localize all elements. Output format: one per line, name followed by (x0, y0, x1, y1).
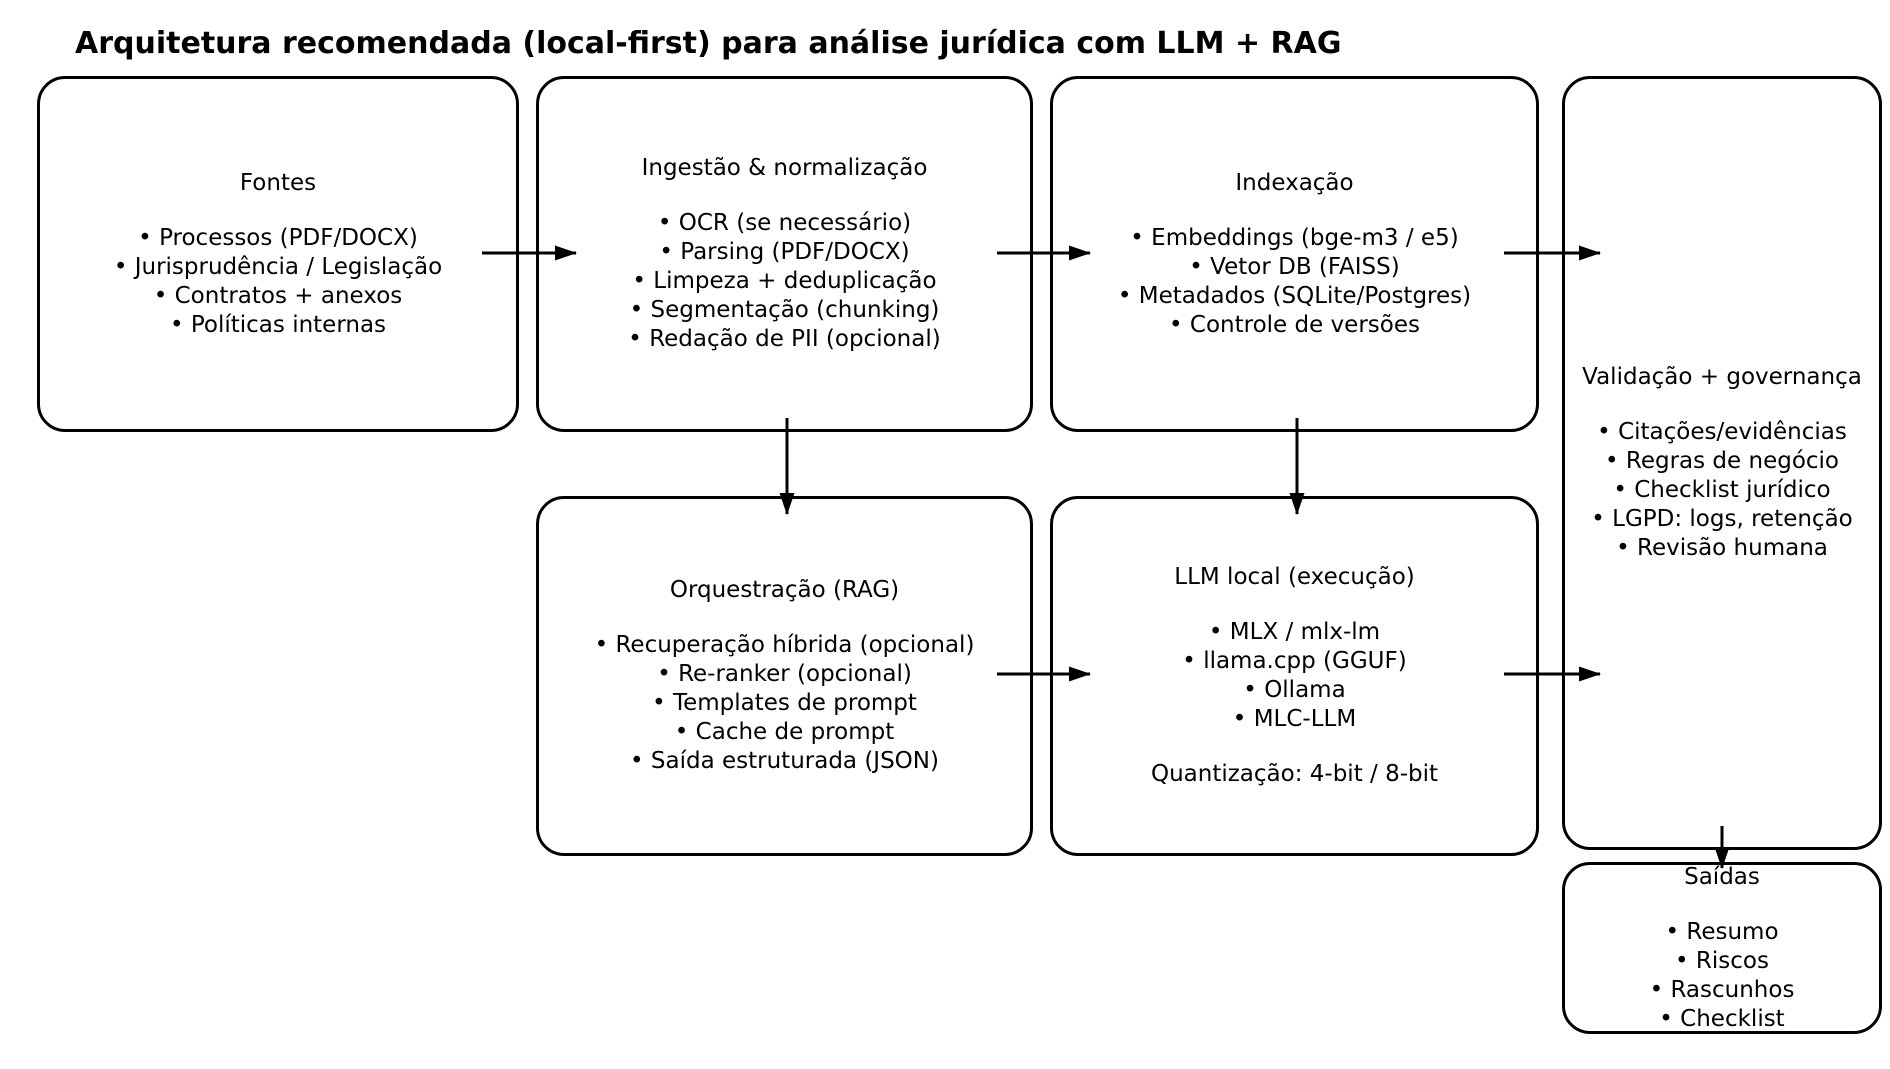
box-saidas: Saídas ResumoRiscosRascunhosChecklist (1562, 862, 1882, 1034)
list-item: Citações/evidências (1591, 418, 1853, 447)
list-item: Contratos + anexos (114, 282, 442, 311)
list-item: Políticas internas (114, 311, 442, 340)
list-item: Metadados (SQLite/Postgres) (1118, 282, 1471, 311)
list-item: Regras de negócio (1591, 447, 1853, 476)
list-item: OCR (se necessário) (628, 209, 940, 238)
list-item: Redação de PII (opcional) (628, 325, 941, 354)
list-item: Processos (PDF/DOCX) (114, 224, 442, 253)
list-item: Segmentação (chunking) (628, 296, 940, 325)
box-indexacao: Indexação Embeddings (bge-m3 / e5)Vetor … (1050, 76, 1539, 432)
box-ingestao-title: Ingestão & normalização (641, 155, 928, 181)
list-item: Recuperação híbrida (opcional) (595, 631, 974, 660)
list-item: Riscos (1650, 947, 1795, 976)
box-llm: LLM local (execução) MLX / mlx-lmllama.c… (1050, 496, 1539, 856)
list-item: Checklist jurídico (1591, 476, 1853, 505)
list-item: Checklist (1650, 1005, 1795, 1034)
list-item: Limpeza + deduplicação (628, 267, 940, 296)
box-orquestracao-list: Recuperação híbrida (opcional)Re-ranker … (595, 631, 975, 776)
box-saidas-list: ResumoRiscosRascunhosChecklist (1650, 918, 1795, 1034)
list-item: MLC-LLM (1182, 705, 1406, 734)
list-item: Controle de versões (1118, 311, 1471, 340)
list-item: Embeddings (bge-m3 / e5) (1118, 224, 1471, 253)
box-validacao-list: Citações/evidênciasRegras de negócioChec… (1591, 418, 1853, 563)
box-indexacao-list: Embeddings (bge-m3 / e5)Vetor DB (FAISS)… (1118, 224, 1471, 340)
box-llm-footer: Quantização: 4-bit / 8-bit (1150, 761, 1439, 787)
list-item: MLX / mlx-lm (1182, 618, 1406, 647)
list-item: LGPD: logs, retenção (1591, 505, 1853, 534)
box-ingestao-list: OCR (se necessário)Parsing (PDF/DOCX)Lim… (628, 209, 941, 354)
diagram-title: Arquitetura recomendada (local-first) pa… (75, 26, 1342, 61)
box-orquestracao: Orquestração (RAG) Recuperação híbrida (… (536, 496, 1033, 856)
box-fontes-title: Fontes (239, 169, 317, 196)
box-llm-title: LLM local (execução) (1174, 564, 1415, 590)
list-item: Re-ranker (opcional) (595, 660, 975, 689)
box-indexacao-title: Indexação (1235, 169, 1354, 196)
list-item: Cache de prompt (595, 718, 975, 747)
box-validacao-title: Validação + governança (1582, 364, 1862, 390)
box-fontes: Fontes Processos (PDF/DOCX)Jurisprudênci… (37, 76, 519, 432)
box-llm-list: MLX / mlx-lmllama.cpp (GGUF)OllamaMLC-LL… (1182, 618, 1407, 734)
box-saidas-title: Saídas (1684, 863, 1760, 890)
list-item: Saída estruturada (JSON) (595, 747, 975, 776)
list-item: Parsing (PDF/DOCX) (628, 238, 940, 267)
list-item: Jurisprudência / Legislação (114, 253, 442, 282)
list-item: llama.cpp (GGUF) (1182, 647, 1407, 676)
box-fontes-list: Processos (PDF/DOCX)Jurisprudência / Leg… (114, 224, 442, 340)
list-item: Templates de prompt (595, 689, 975, 718)
list-item: Revisão humana (1591, 534, 1853, 563)
list-item: Ollama (1182, 676, 1406, 705)
box-orquestracao-title: Orquestração (RAG) (669, 577, 900, 603)
box-ingestao: Ingestão & normalização OCR (se necessár… (536, 76, 1033, 432)
list-item: Rascunhos (1650, 976, 1794, 1005)
list-item: Vetor DB (FAISS) (1118, 253, 1471, 282)
box-validacao: Validação + governança Citações/evidênci… (1562, 76, 1882, 850)
list-item: Resumo (1650, 918, 1795, 947)
